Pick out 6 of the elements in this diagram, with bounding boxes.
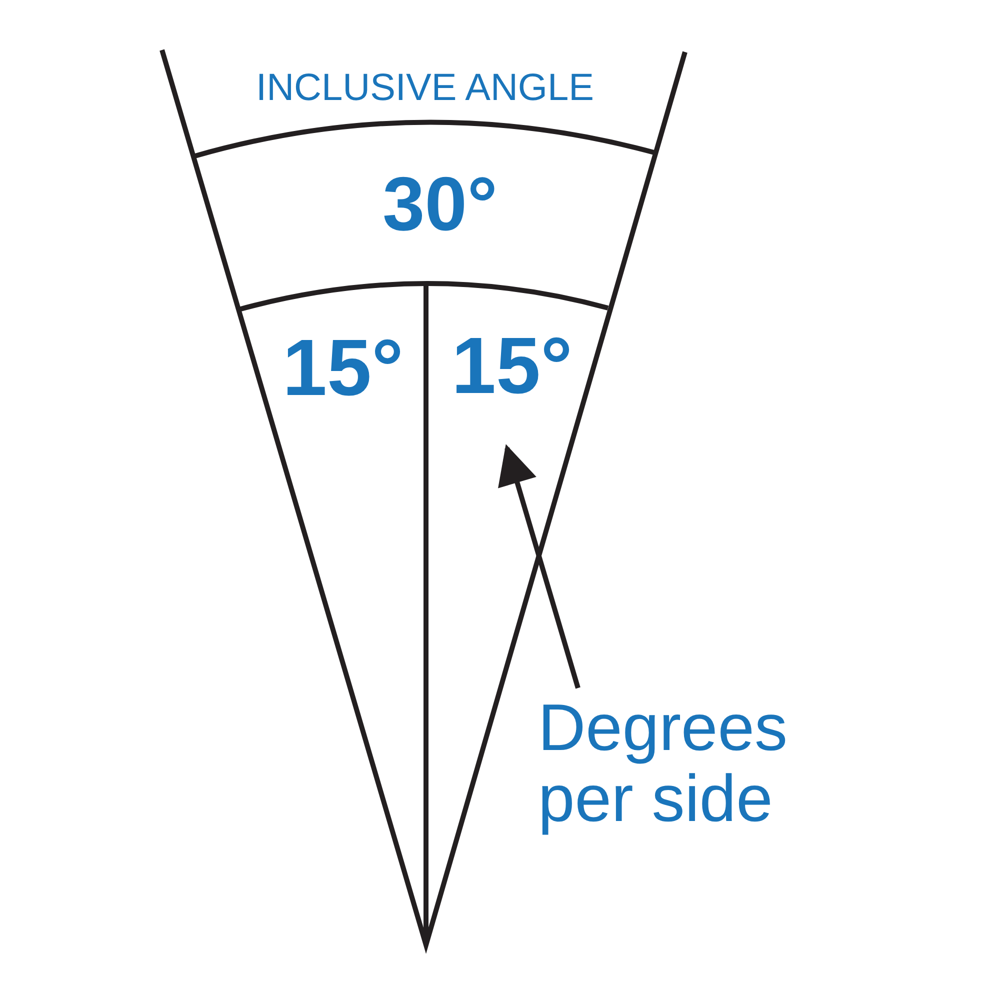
angle-value: 15° — [282, 328, 404, 408]
angle-value: 30° — [382, 167, 498, 243]
angle-value: 15° — [447, 326, 577, 446]
angle-label: INCLUSIVE ANGLE — [256, 69, 594, 107]
arrow — [498, 444, 580, 689]
callout-text: Degrees per side — [538, 692, 868, 835]
